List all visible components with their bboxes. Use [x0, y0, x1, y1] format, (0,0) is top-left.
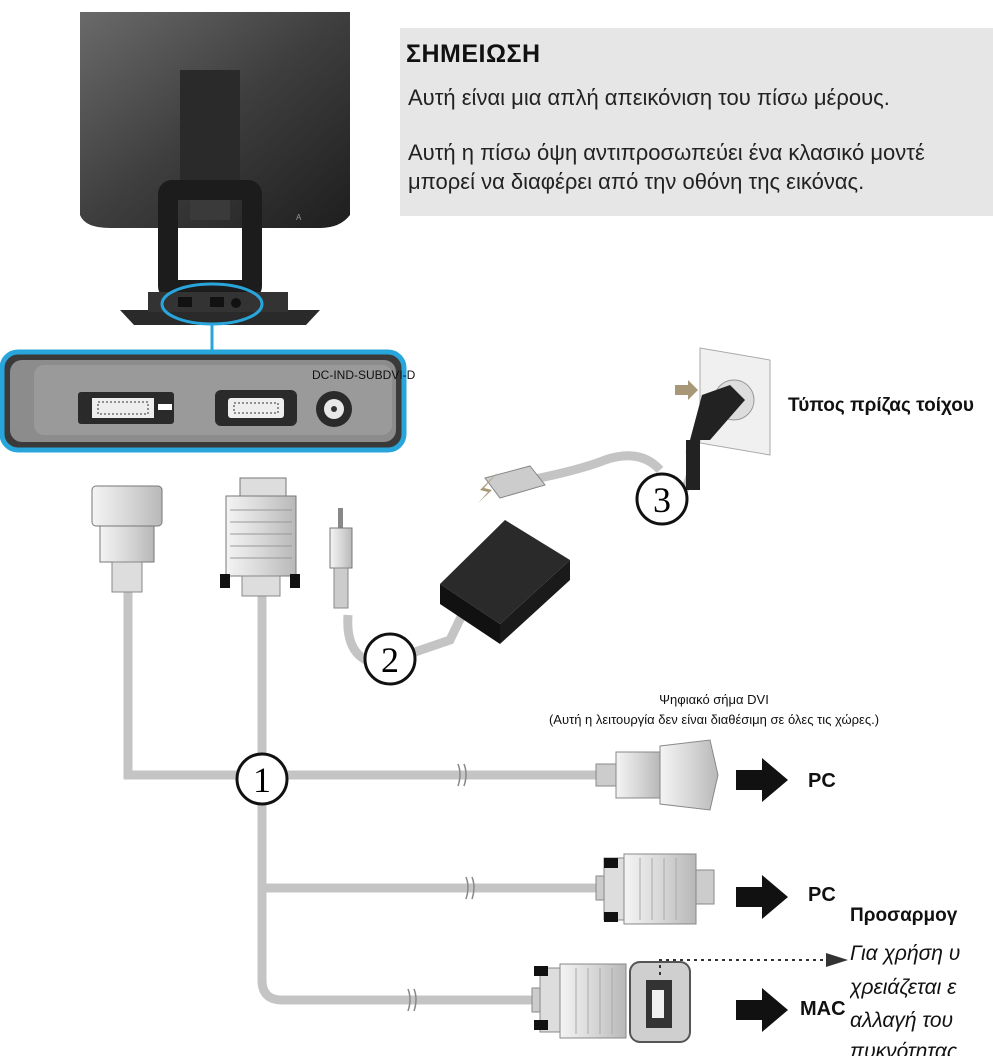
- note-item-1-text: Αυτή είναι μια απλή απεικόνιση του πίσω …: [408, 85, 890, 110]
- direction-arrows: [736, 758, 788, 1032]
- svg-text:1: 1: [253, 760, 271, 800]
- adapter-line-1: Για χρήση υ: [850, 942, 961, 965]
- note-title: ΣΗΜΕΙΩΣΗ: [406, 40, 541, 68]
- step-1-badge: 1: [235, 752, 289, 806]
- pc-label-dvi: PC: [808, 770, 836, 792]
- port-panel: [0, 349, 407, 453]
- wall-outlet-label: Τύπος πρίζας τοίχου: [788, 395, 974, 416]
- svg-text:A: A: [296, 213, 302, 222]
- dvi-connector-pc: [595, 739, 719, 811]
- dotted-pointer: [659, 953, 848, 975]
- mac-adapter-connector: [531, 961, 691, 1043]
- note-item-2-text: Αυτή η πίσω όψη αντιπροσωπεύει ένα κλασι…: [408, 140, 925, 165]
- port-label: DC-IND-SUBDVI-D: [312, 368, 416, 382]
- cable-breaks: [407, 763, 475, 1012]
- step-2-badge: 2: [363, 632, 417, 686]
- cables: [123, 449, 696, 1005]
- note-box: ΣΗΜΕΙΩΣΗ Αυτή είναι μια απλή απεικόνιση …: [400, 28, 993, 216]
- monitor-back: A: [80, 12, 350, 326]
- adapter-line-2: χρειάζεται ε: [850, 976, 957, 999]
- step-3-badge: 3: [635, 472, 689, 526]
- note-item-1: Αυτή είναι μια απλή απεικόνιση του πίσω …: [400, 83, 890, 112]
- svg-text:3: 3: [653, 480, 671, 520]
- dsub-connector-top: [220, 477, 300, 597]
- dvi-note: (Αυτή η λειτουργία δεν είναι διαθέσιμη σ…: [548, 712, 880, 727]
- dvi-connector-top: [91, 485, 163, 593]
- svg-text:2: 2: [381, 640, 399, 680]
- dsub-connector-pc: [595, 853, 715, 925]
- ac-adapter: [440, 465, 570, 644]
- pc-label-dsub: PC: [808, 884, 836, 906]
- adapter-heading: Προσαρμογ: [850, 905, 958, 926]
- dc-plug: [329, 508, 353, 609]
- mac-label: MAC: [800, 998, 846, 1020]
- note-item-2-cont: μπορεί να διαφέρει από την οθόνη της εικ…: [408, 169, 865, 194]
- wall-socket: [675, 347, 771, 490]
- adapter-line-3: αλλαγή του: [850, 1009, 954, 1032]
- dvi-title: Ψηφιακό σήμα DVI: [659, 692, 769, 707]
- adapter-line-4: πυκνότητας: [850, 1040, 958, 1056]
- note-item-2: Αυτή η πίσω όψη αντιπροσωπεύει ένα κλασι…: [400, 138, 925, 167]
